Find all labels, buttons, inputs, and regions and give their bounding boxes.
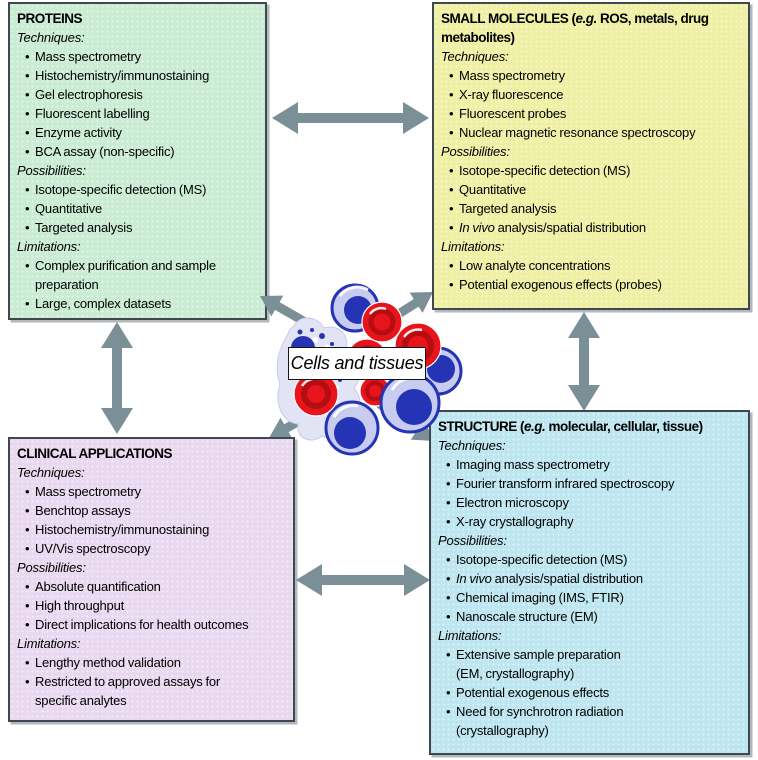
- cells-illustration: [276, 283, 463, 456]
- item-list: Isotope-specific detection (MS)Quantitat…: [441, 161, 743, 237]
- section-label: Possibilities:: [17, 163, 86, 178]
- section-label: Limitations:: [438, 628, 502, 643]
- list-item: Imaging mass spectrometry: [438, 455, 743, 474]
- item-list: Absolute quantificationHigh throughputDi…: [17, 577, 288, 634]
- item-list: Low analyte concentrationsPotential exog…: [441, 256, 743, 294]
- list-item: Benchtop assays: [17, 501, 288, 520]
- list-item: High throughput: [17, 596, 288, 615]
- list-item: Mass spectrometry: [17, 482, 288, 501]
- item-list: Complex purification and samplepreparati…: [17, 256, 260, 313]
- panel-structure: STRUCTURE (e.g. molecular, cellular, tis…: [429, 410, 750, 755]
- list-item: Histochemistry/immunostaining: [17, 66, 260, 85]
- list-item: Targeted analysis: [17, 218, 260, 237]
- section-label: Techniques:: [441, 49, 509, 64]
- section-label: Possibilities:: [17, 560, 86, 575]
- section-label: Possibilities:: [438, 533, 507, 548]
- list-item: Absolute quantification: [17, 577, 288, 596]
- list-item: Direct implications for health outcomes: [17, 615, 288, 634]
- box-title: PROTEINS: [17, 11, 83, 26]
- section-label: Techniques:: [438, 438, 506, 453]
- list-item: Isotope-specific detection (MS): [17, 180, 260, 199]
- item-list: Lengthy method validationRestricted to a…: [17, 653, 288, 710]
- cells-label-text: Cells and tissues: [290, 353, 424, 373]
- list-item: Histochemistry/immunostaining: [17, 520, 288, 539]
- section-label: Techniques:: [17, 30, 85, 45]
- item-list: Imaging mass spectrometryFourier transfo…: [438, 455, 743, 531]
- list-item: Fluorescent labelling: [17, 104, 260, 123]
- list-item: Mass spectrometry: [17, 47, 260, 66]
- list-item: In vivo analysis/spatial distribution: [441, 218, 743, 237]
- list-item: Quantitative: [17, 199, 260, 218]
- list-item: X-ray fluorescence: [441, 85, 743, 104]
- item-list: Isotope-specific detection (MS)In vivo a…: [438, 550, 743, 626]
- box-body: Techniques: Mass spectrometryBenchtop ass…: [17, 463, 288, 710]
- list-item: Potential exogenous effects (probes): [441, 275, 743, 294]
- list-item: Low analyte concentrations: [441, 256, 743, 275]
- section-label: Limitations:: [17, 636, 81, 651]
- list-item: Isotope-specific detection (MS): [438, 550, 743, 569]
- panel-clinical: CLINICAL APPLICATIONS Techniques: Mass sp…: [8, 437, 295, 722]
- white-cell: [379, 372, 441, 434]
- section-label: Techniques:: [17, 465, 85, 480]
- list-item: Nuclear magnetic resonance spectroscopy: [441, 123, 743, 142]
- list-item: Quantitative: [441, 180, 743, 199]
- item-list: Isotope-specific detection (MS)Quantitat…: [17, 180, 260, 237]
- list-item: UV/Vis spectroscopy: [17, 539, 288, 558]
- list-item: Electron microscopy: [438, 493, 743, 512]
- list-item: Lengthy method validation: [17, 653, 288, 672]
- double-arrow-clinical-structure: [296, 564, 430, 596]
- list-item: Gel electrophoresis: [17, 85, 260, 104]
- cells-label: Cells and tissues: [288, 347, 426, 380]
- box-body: Techniques: Mass spectrometryX-ray fluore…: [441, 47, 743, 294]
- double-arrow-proteins-smallmolecules: [272, 102, 429, 134]
- section-label: Possibilities:: [441, 144, 510, 159]
- list-item: Chemical imaging (IMS, FTIR): [438, 588, 743, 607]
- list-item: Complex purification and samplepreparati…: [17, 256, 260, 294]
- list-item: In vivo analysis/spatial distribution: [438, 569, 743, 588]
- list-item: Fourier transform infrared spectroscopy: [438, 474, 743, 493]
- section-label: Limitations:: [441, 239, 505, 254]
- list-item: X-ray crystallography: [438, 512, 743, 531]
- list-item: Extensive sample preparation(EM, crystal…: [438, 645, 743, 683]
- item-list: Mass spectrometryHistochemistry/immunost…: [17, 47, 260, 161]
- list-item: Isotope-specific detection (MS): [441, 161, 743, 180]
- list-item: Large, complex datasets: [17, 294, 260, 313]
- list-item: Restricted to approved assays forspecifi…: [17, 672, 288, 710]
- list-item: BCA assay (non-specific): [17, 142, 260, 161]
- panel-proteins: PROTEINS Techniques: Mass spectrometryHis…: [8, 2, 267, 320]
- item-list: Mass spectrometryBenchtop assaysHistoche…: [17, 482, 288, 558]
- list-item: Potential exogenous effects: [438, 683, 743, 702]
- list-item: Fluorescent probes: [441, 104, 743, 123]
- box-body: Techniques: Imaging mass spectrometryFour…: [438, 436, 743, 740]
- list-item: Mass spectrometry: [441, 66, 743, 85]
- list-item: Nanoscale structure (EM): [438, 607, 743, 626]
- red-blood-cell: [361, 301, 403, 343]
- white-cell: [324, 400, 380, 456]
- item-list: Extensive sample preparation(EM, crystal…: [438, 645, 743, 740]
- item-list: Mass spectrometryX-ray fluorescenceFluor…: [441, 66, 743, 142]
- list-item: Enzyme activity: [17, 123, 260, 142]
- double-arrow-smallmolecules-structure: [568, 312, 600, 411]
- list-item: Need for synchrotron radiation(crystallo…: [438, 702, 743, 740]
- box-title: STRUCTURE (e.g. molecular, cellular, tis…: [438, 419, 703, 434]
- double-arrow-proteins-clinical: [101, 322, 133, 434]
- box-title: CLINICAL APPLICATIONS: [17, 446, 173, 461]
- box-body: Techniques: Mass spectrometryHistochemist…: [17, 28, 260, 313]
- list-item: Targeted analysis: [441, 199, 743, 218]
- section-label: Limitations:: [17, 239, 81, 254]
